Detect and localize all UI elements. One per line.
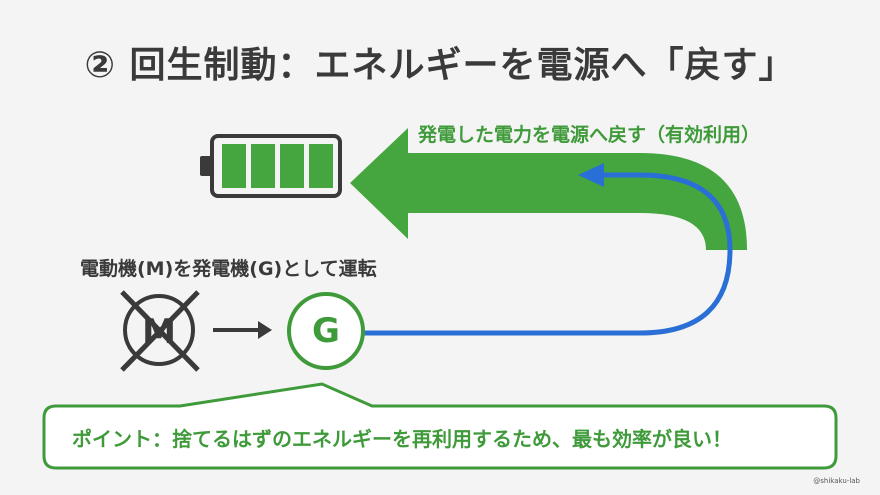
- point-text: ポイント：捨てるはずのエネルギーを再利用するため、最も効率が良い！: [72, 427, 732, 451]
- motor-as-generator-label: 電動機(M)を発電機(G)として運転: [80, 258, 377, 280]
- credit-text: @shikaku-lab: [813, 477, 860, 485]
- return-power-arrow: [350, 128, 747, 250]
- point-callout-box: [42, 382, 838, 470]
- return-power-label: 発電した電力を電源へ戻す（有効利用）: [418, 124, 761, 146]
- battery-full-icon: [200, 134, 342, 198]
- crossed-motor-icon: M: [120, 290, 200, 372]
- right-arrow-icon: [213, 321, 272, 339]
- current-flow-arrowhead: [578, 163, 604, 187]
- current-flow-line: [355, 172, 733, 336]
- generator-circle: [287, 292, 365, 370]
- page-title: ② 回生制動：エネルギーを電源へ「戻す」: [84, 45, 796, 86]
- generator-letter: G: [312, 311, 340, 351]
